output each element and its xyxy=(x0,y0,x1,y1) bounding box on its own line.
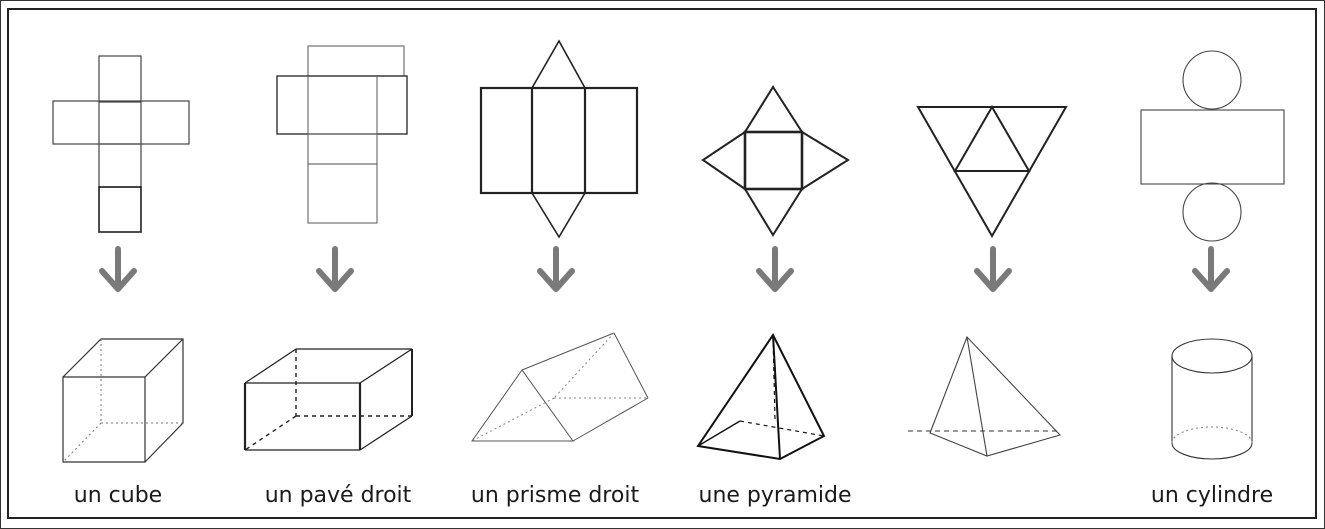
triangular-prism-solid xyxy=(471,332,649,442)
triangular-prism-net xyxy=(479,39,639,239)
arrow-icon xyxy=(759,249,791,289)
inner-border xyxy=(7,8,1317,519)
cuboid-net xyxy=(276,45,408,224)
cylinder-net xyxy=(1140,50,1285,242)
tetrahedron-solid xyxy=(908,335,1062,457)
square-pyramid-net xyxy=(701,85,850,237)
arrow-icon xyxy=(1195,249,1227,289)
cube-net xyxy=(52,55,190,233)
caption-pave: un pavé droit xyxy=(264,483,412,508)
cylinder-solid xyxy=(1171,338,1253,460)
caption-pyramide: une pyramide xyxy=(698,483,852,508)
arrow-icon xyxy=(319,249,351,289)
arrow-icon xyxy=(977,249,1009,289)
cuboid-solid xyxy=(243,348,413,451)
cube-solid xyxy=(62,338,184,463)
arrow-icon xyxy=(102,249,134,289)
caption-cube: un cube xyxy=(73,483,163,508)
arrow-icon xyxy=(540,249,572,289)
square-pyramid-solid xyxy=(696,333,826,461)
caption-cylindre: un cylindre xyxy=(1150,483,1274,508)
tetrahedron-net xyxy=(916,105,1068,239)
caption-prisme: un prisme droit xyxy=(470,483,640,508)
